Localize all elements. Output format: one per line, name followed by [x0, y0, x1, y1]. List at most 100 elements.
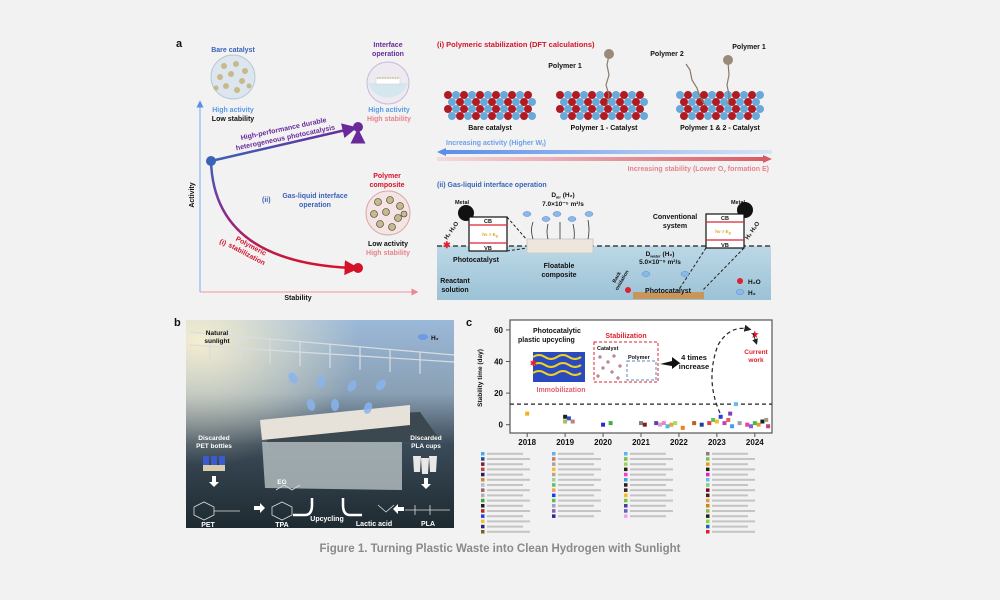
data-point [711, 417, 716, 422]
immobilized-catalyst-icon [532, 352, 585, 382]
data-point [737, 421, 742, 426]
floatable-label-1: Floatable [544, 263, 575, 270]
catalyst-slab [556, 91, 648, 120]
atom [732, 105, 740, 113]
atom [592, 98, 600, 106]
atom [680, 112, 688, 120]
legend-entry [558, 473, 594, 476]
legend-marker [481, 519, 485, 524]
atom [628, 105, 636, 113]
legend-marker [552, 462, 556, 466]
legend-entry [712, 520, 755, 523]
current-work-2: work [747, 357, 764, 364]
interface-operation-icon [366, 61, 410, 105]
legend-entry [487, 452, 523, 455]
legend-marker [706, 478, 710, 482]
figure-caption: Figure 1. Turning Plastic Waste into Cle… [319, 543, 681, 555]
pet-bottles-icon [203, 456, 225, 471]
atom [568, 112, 576, 120]
legend-marker [624, 452, 628, 456]
panel-b-illustration: b Natural sunlight H₂ Discarded PET bott… [174, 317, 455, 529]
legend-marker [706, 457, 710, 461]
atom [696, 112, 704, 120]
x-tick-label: 2022 [670, 438, 688, 447]
increase-label-1: 4 times [681, 353, 707, 362]
catalyst-slab [676, 91, 764, 120]
data-point [669, 422, 674, 427]
legend-entry [712, 478, 755, 481]
legend-marker [552, 498, 556, 503]
atom [604, 91, 612, 99]
atom [640, 98, 648, 106]
legend-marker [481, 483, 485, 487]
stabilization-box [593, 341, 659, 383]
legend-marker [706, 452, 710, 456]
data-point [745, 422, 750, 427]
atom [732, 91, 740, 99]
interface-title-2: operation [372, 51, 404, 58]
inset-title-1: Photocatalytic [533, 328, 581, 335]
interface-stability: High stability [367, 116, 411, 123]
legend-entry [712, 494, 748, 497]
photocatalyst-bottom-label: Photocatalyst [645, 288, 692, 295]
legend-entry [630, 468, 673, 471]
y-tick-label: 60 [494, 326, 503, 335]
atom [744, 98, 752, 106]
atom [504, 112, 512, 120]
current-work-star-icon: ★ [751, 330, 760, 340]
data-point [639, 421, 643, 426]
atom [500, 105, 508, 113]
atom [720, 112, 728, 120]
legend-marker [624, 498, 628, 503]
atom [584, 112, 592, 120]
eg-label: EG [277, 479, 286, 486]
legend-entry [712, 463, 748, 466]
atom [608, 112, 616, 120]
legend-entry [630, 489, 673, 492]
data-point [661, 421, 666, 426]
legend-marker [552, 478, 556, 482]
polymer-chains [605, 54, 730, 106]
data-point [714, 419, 719, 424]
composite-point [353, 263, 363, 273]
polymer-box [626, 360, 657, 381]
legend-entry [558, 484, 594, 486]
atom [576, 112, 584, 120]
legend-marker [481, 509, 485, 513]
legend-entry [487, 489, 530, 492]
data-point [730, 424, 735, 429]
path-ii-line-2: operation [299, 202, 331, 209]
activity-axis-label: Activity [189, 182, 196, 207]
cb-left: CB [484, 219, 492, 225]
legend-entry [558, 489, 601, 492]
pla-cups-1: Discarded [410, 435, 441, 442]
interface-activity: High activity [368, 107, 410, 114]
interface-panel: (ii) Gas-liquid interface operation Meta… [437, 182, 771, 300]
atom [688, 112, 696, 120]
atom [704, 98, 712, 106]
polymer-label: Polymer [628, 355, 651, 361]
atom [524, 105, 532, 113]
data-point [570, 419, 575, 424]
atom [712, 112, 720, 120]
pet-label: PET [201, 522, 215, 529]
legend-marker [481, 530, 485, 534]
legend-marker [481, 504, 485, 508]
data-point [707, 421, 712, 426]
increase-arrow-icon [660, 357, 680, 369]
bare-catalyst-point [206, 156, 216, 166]
conventional-label-2: system [663, 223, 687, 230]
atom [452, 91, 460, 99]
legend-marker [481, 457, 485, 461]
atom [556, 105, 564, 113]
atom [756, 105, 764, 113]
atom [596, 91, 604, 99]
polymer-heads [604, 49, 733, 65]
atom [700, 105, 708, 113]
atom [740, 91, 748, 99]
legend-entry [558, 468, 601, 471]
h2-h2o-right: H₂ H₂O [745, 221, 762, 241]
bare-catalyst-icon [210, 54, 256, 100]
dft-panel: (i) Polymeric stabilization (DFT calcula… [437, 40, 772, 174]
atom [560, 112, 568, 120]
